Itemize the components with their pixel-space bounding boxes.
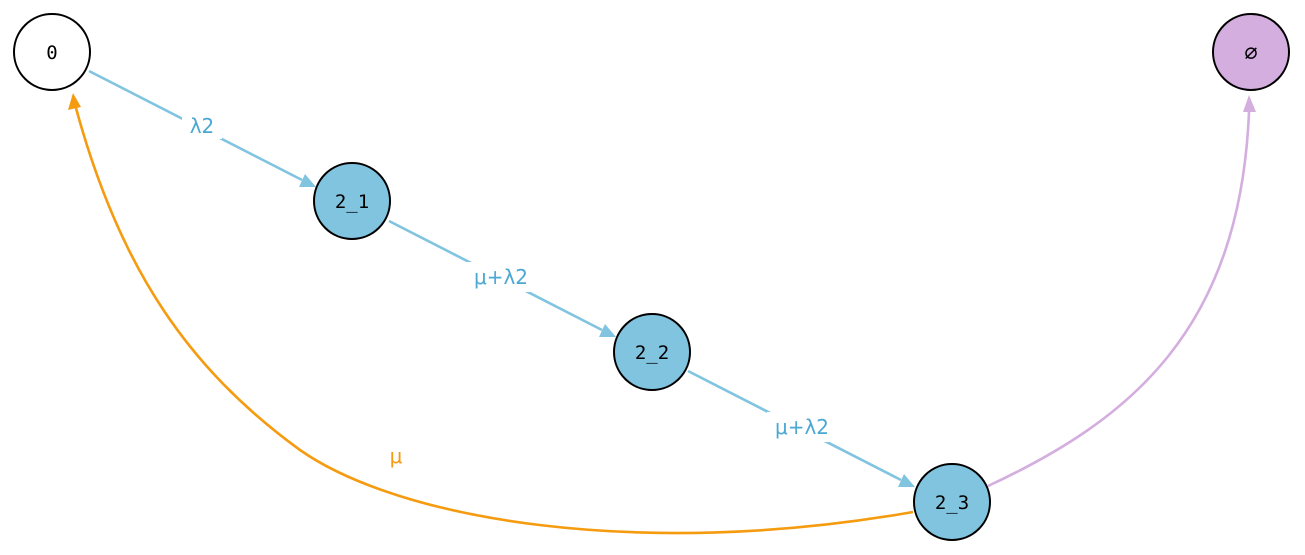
edge-2-2-to-2-3-arrowhead bbox=[898, 474, 915, 487]
edge-2-3-to-0-label-bg bbox=[383, 443, 409, 469]
node-2-3[interactable]: 2_3 bbox=[913, 463, 991, 541]
node-0-label: 0 bbox=[46, 42, 57, 64]
edge-2-1-to-2-2-arrowhead bbox=[599, 324, 616, 337]
edge-2-3-to-0-label: μ bbox=[390, 444, 403, 468]
node-absorbing-circle bbox=[1212, 13, 1290, 91]
edge-2-3-to-absorbing bbox=[987, 95, 1256, 488]
node-2-3-circle bbox=[913, 463, 991, 541]
node-absorbing-label: ∅ bbox=[1244, 41, 1257, 66]
node-0-circle bbox=[13, 13, 91, 91]
edge-0-to-2-1-arrowhead bbox=[299, 174, 316, 187]
edge-2-2-to-2-3-label-bg bbox=[767, 412, 837, 442]
node-absorbing[interactable]: ∅ bbox=[1212, 13, 1290, 91]
node-0[interactable]: 0 bbox=[13, 13, 91, 91]
edge-2-2-to-2-3-label: μ+λ2 bbox=[775, 415, 829, 439]
node-2-1-label: 2_1 bbox=[335, 191, 369, 213]
edge-0-to-2-1-label: λ2 bbox=[190, 114, 215, 138]
node-2-1-circle bbox=[313, 162, 391, 240]
edge-0-to-2-1-label-bg bbox=[182, 113, 222, 139]
node-2-2-label: 2_2 bbox=[635, 342, 669, 364]
edge-2-1-to-2-2-label: μ+λ2 bbox=[474, 265, 528, 289]
node-2-2-circle bbox=[613, 313, 691, 391]
edge-2-3-to-0: μ bbox=[68, 93, 914, 535]
edge-2-3-to-0-arrowhead bbox=[68, 93, 81, 110]
node-2-3-label: 2_3 bbox=[935, 492, 969, 514]
edge-2-3-to-absorbing-line bbox=[987, 111, 1251, 488]
edge-2-1-to-2-2: μ+λ2 bbox=[388, 219, 616, 337]
edge-2-3-to-absorbing-arrowhead bbox=[1243, 95, 1256, 112]
edge-0-to-2-1: λ2 bbox=[88, 69, 316, 187]
edge-2-2-to-2-3: μ+λ2 bbox=[687, 369, 915, 487]
node-2-1[interactable]: 2_1 bbox=[313, 162, 391, 240]
edge-2-3-to-0-line bbox=[74, 107, 914, 535]
edge-2-1-to-2-2-label-bg bbox=[466, 262, 536, 292]
node-2-2[interactable]: 2_2 bbox=[613, 313, 691, 391]
